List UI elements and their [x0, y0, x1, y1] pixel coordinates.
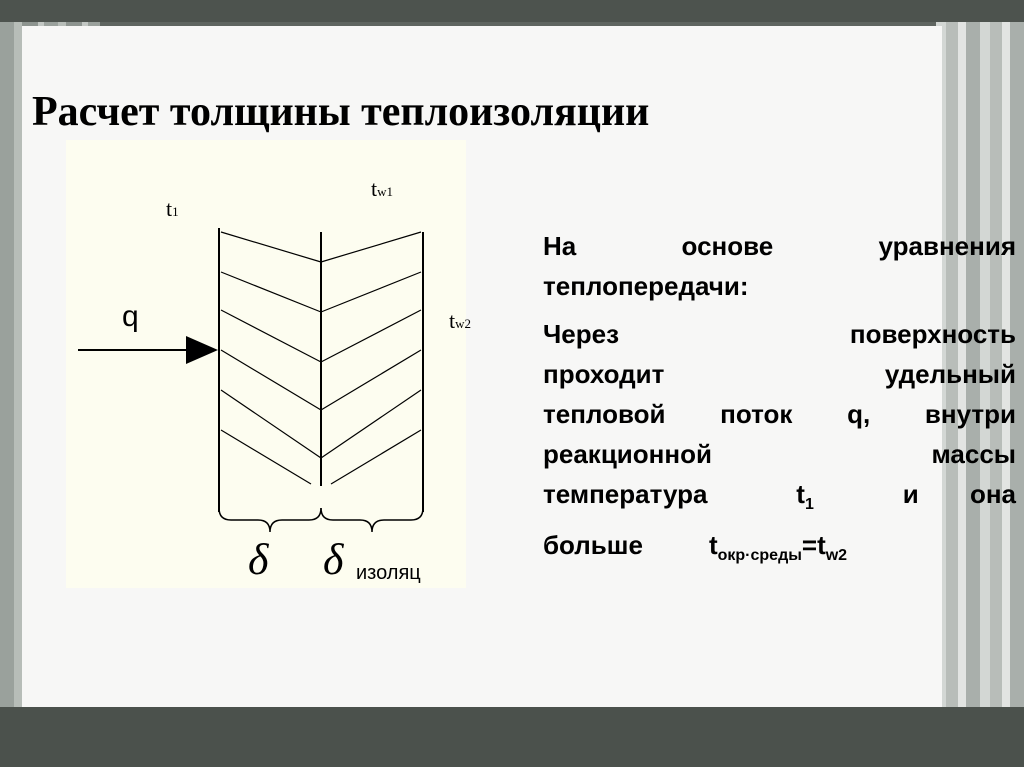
line-2: проходит удельный [543, 359, 1016, 389]
label-izolyats: изоляц [356, 562, 421, 584]
brace-wall [218, 507, 322, 533]
line-6: больше tокр·среды=tw2 [543, 525, 1016, 576]
slide-title: Расчет толщины теплоизоляции [32, 89, 650, 135]
label-q: q [122, 300, 139, 333]
paragraph-main: Через поверхность проходит удельный тепл… [543, 314, 1016, 576]
hatching [220, 231, 422, 485]
label-tw2: tw2 [449, 308, 472, 333]
t1-symbol: t1 [796, 479, 814, 513]
brace-insulation [320, 507, 424, 533]
line-1: Через поверхность [543, 319, 1016, 349]
word-and-she: и она [902, 479, 1016, 509]
tokr-expression: tокр·среды=tw2 [708, 530, 848, 564]
top-band [0, 0, 1024, 22]
line-3: тепловой поток q, внутри [543, 399, 1016, 429]
paragraph-intro: На основе уравнения теплопередачи: [543, 231, 1016, 301]
label-tw1: tw1 [371, 176, 394, 201]
bottom-band [0, 707, 1024, 767]
diagram-drawing [78, 228, 424, 533]
insulation-diagram: t1 tw1 tw2 q δ δ изоляц [66, 140, 471, 588]
word-bigger: больше [543, 530, 643, 560]
word-temperatura: температура [543, 479, 708, 509]
label-delta-insulation: δ [323, 535, 344, 584]
label-delta-wall: δ [248, 535, 269, 584]
right-decoration [936, 22, 1024, 707]
heat-flow-arrow-head [186, 336, 218, 364]
body-text: На основе уравнения теплопередачи: Через… [543, 226, 1016, 576]
line-5: температура t1 и она [543, 474, 1016, 525]
line-4: реакционной массы [543, 439, 1016, 469]
label-t1: t1 [166, 196, 179, 221]
